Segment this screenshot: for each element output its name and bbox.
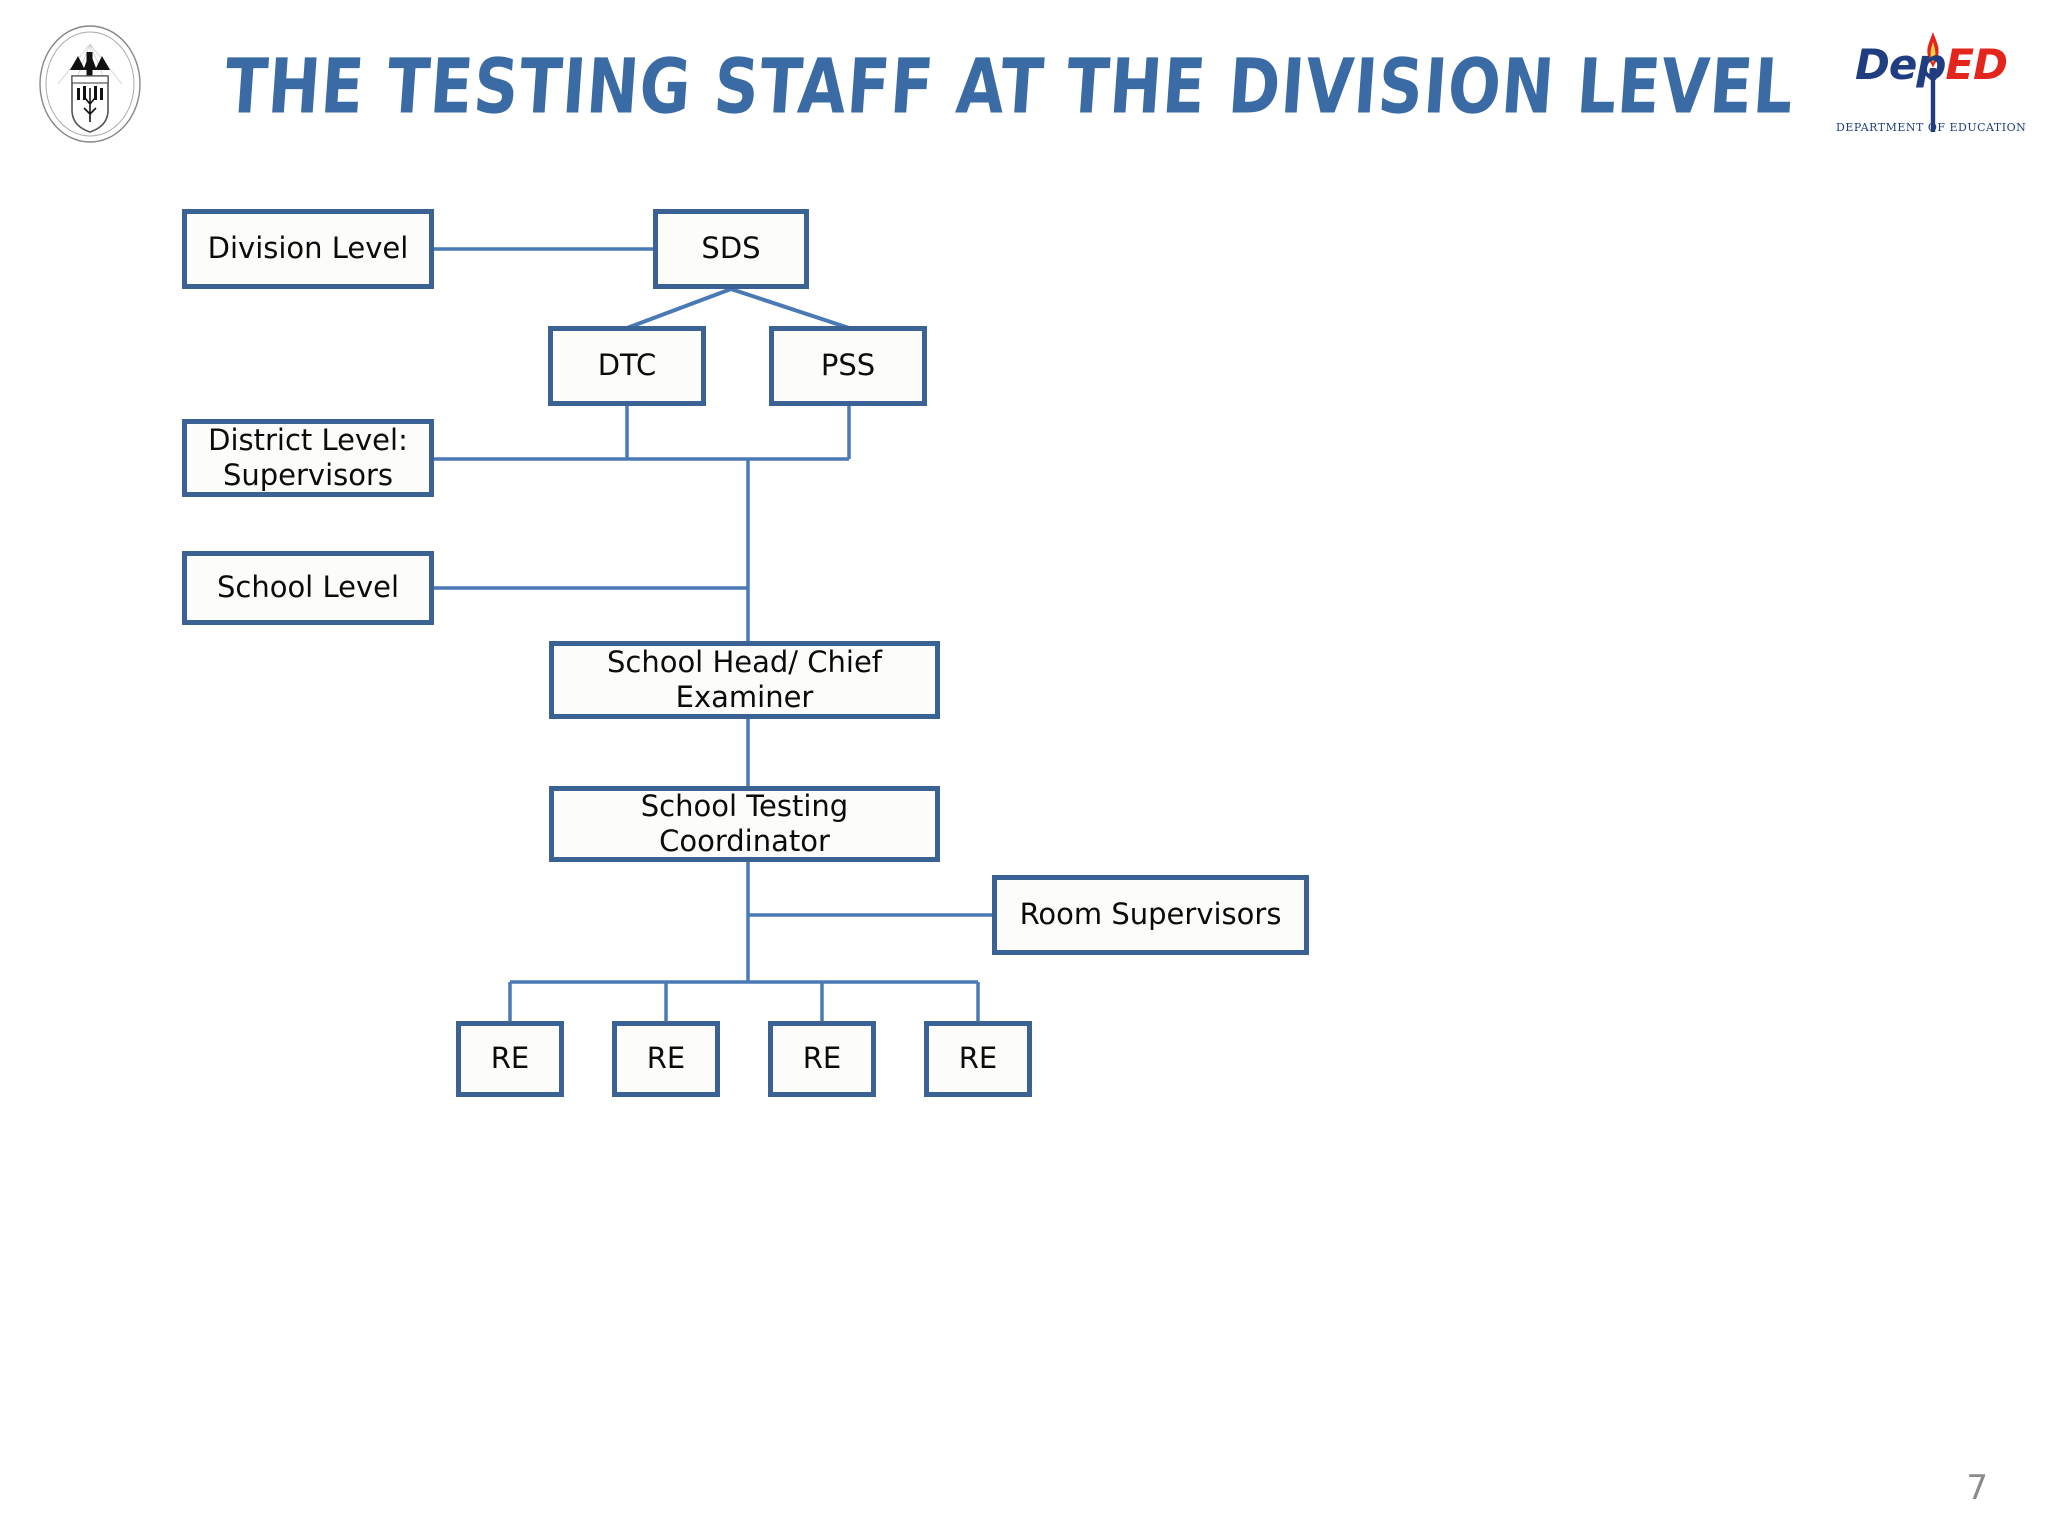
torch-icon: [1927, 32, 1939, 132]
node-sds[interactable]: SDS: [653, 209, 809, 289]
deped-word-red: ED: [1945, 40, 2008, 89]
node-school-head[interactable]: School Head/ Chief Examiner: [549, 641, 940, 719]
deped-subtitle: DEPARTMENT OF EDUCATION: [1836, 121, 2027, 134]
node-room-super[interactable]: Room Supervisors: [992, 875, 1309, 955]
school-seal-icon: [39, 25, 141, 143]
deped-word-blue: Dep: [1855, 40, 1946, 89]
node-re-3[interactable]: RE: [768, 1021, 876, 1097]
node-school-level[interactable]: School Level: [182, 551, 434, 625]
node-re-2[interactable]: RE: [612, 1021, 720, 1097]
node-division-level[interactable]: Division Level: [182, 209, 434, 289]
page-number: 7: [1966, 1468, 1988, 1508]
deped-wordmark: DepED: [1836, 44, 2026, 86]
node-district-level[interactable]: District Level: Supervisors: [182, 419, 434, 497]
edge-sds-to-dtc: [626, 287, 732, 330]
node-re-1[interactable]: RE: [456, 1021, 564, 1097]
node-testing-coord[interactable]: School Testing Coordinator: [549, 786, 940, 862]
node-re-4[interactable]: RE: [924, 1021, 1032, 1097]
deped-logo: DepED DEPARTMENT OF EDUCATION: [1836, 28, 2026, 136]
edge-sds-to-pss: [730, 287, 850, 330]
slide-header: The Testing Staff at the Division Level …: [0, 0, 2048, 180]
node-pss[interactable]: PSS: [769, 326, 927, 406]
node-dtc[interactable]: DTC: [548, 326, 706, 406]
